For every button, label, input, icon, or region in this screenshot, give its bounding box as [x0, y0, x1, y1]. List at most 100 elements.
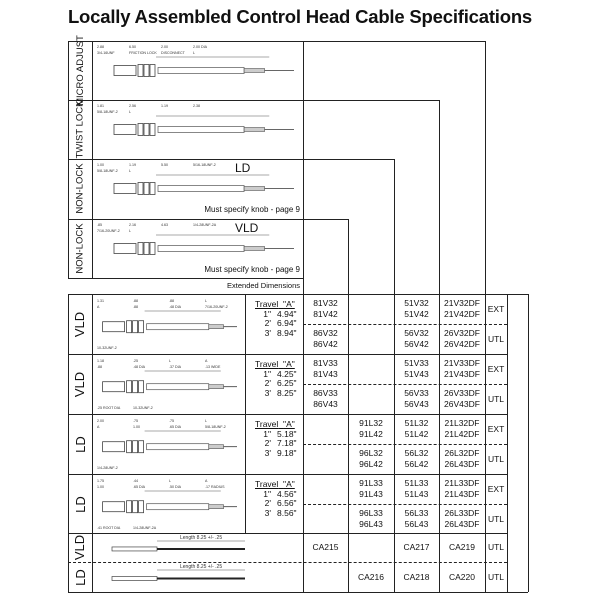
dimension-label: 5/16-18UNF-2: [193, 163, 216, 167]
grid-line: [68, 41, 69, 278]
dashed-divider: [68, 562, 507, 563]
row-label: NON-LOCK: [68, 219, 92, 278]
nut-shape: [132, 500, 138, 514]
dimension-label: .75: [169, 419, 174, 423]
travel-length: 1": [263, 368, 271, 379]
cable-end-shape: [208, 324, 224, 330]
part-number: 91L43: [359, 489, 383, 499]
part-number-cell: CA217: [403, 542, 430, 552]
core-sleeve-shape: [111, 576, 158, 581]
knob-shape: [102, 441, 125, 453]
travel-a-value: 7.18": [277, 438, 297, 448]
travel-row: 1"4.56": [255, 489, 296, 500]
row-label-text: VLD: [72, 371, 88, 397]
dimension-label: FRICTION LOCK: [129, 51, 157, 55]
nut-shape: [143, 242, 150, 255]
dimension-label: A: [205, 479, 208, 483]
dimension-label: A: [97, 425, 100, 429]
row-label: LD: [68, 562, 92, 592]
nut-shape: [126, 320, 133, 334]
dimension-label: .88: [97, 365, 102, 369]
row-label-text: VLD: [72, 534, 88, 561]
part-number-cell: [348, 533, 394, 562]
travel-row: 3'8.94": [255, 328, 297, 339]
tube-shape: [157, 245, 245, 252]
grid-line: [68, 159, 394, 160]
travel-header-label: Travel: [255, 479, 279, 489]
dimension-label: .41 ROOT DIA: [97, 526, 121, 530]
nut-shape: [137, 64, 144, 77]
knob-note: Must specify knob - page 9: [204, 265, 300, 274]
dashed-divider: [303, 324, 507, 325]
dimension-label: 7/16-20UNF-2: [205, 305, 228, 309]
travel-a-value: 6.25": [277, 378, 297, 388]
part-number: 81V43: [313, 369, 338, 379]
part-number: 56L42: [404, 459, 429, 469]
part-number: 96L32: [359, 448, 383, 458]
dimension-label: 10-32UNF-2: [97, 346, 117, 350]
travel-a-value: 4.94": [277, 308, 297, 319]
dimension-label: L: [129, 229, 131, 233]
part-number-cell: CA218: [403, 571, 430, 582]
part-number-cell: CA216: [358, 571, 384, 582]
dimension-label: .37 DIA: [169, 365, 182, 369]
grid-line: [348, 219, 349, 592]
travel-length: 2': [264, 498, 271, 508]
nut-shape: [138, 500, 144, 514]
row-label-text: LD: [72, 495, 88, 513]
grid-line: [68, 294, 69, 592]
travel-a-value: 4.25": [277, 368, 297, 379]
part-number: 56L32: [404, 448, 429, 458]
travel-table: Travel "A"1"4.56"2'6.56"3'8.56": [255, 479, 297, 518]
part-number: 51L32: [404, 418, 429, 428]
mount-type: UTL: [487, 393, 505, 404]
core-drawing: Length 8.25 +/- .25: [111, 535, 245, 552]
mount-type: EXT: [487, 423, 505, 434]
dashed-divider: [303, 384, 507, 385]
dimension-label: .88: [133, 305, 138, 309]
dimension-label: 2.56: [129, 104, 136, 108]
travel-a-value: 9.18": [277, 447, 297, 458]
tube-shape: [146, 443, 210, 451]
part-number: 56L43: [404, 519, 429, 529]
grid-line: [68, 219, 348, 220]
dimension-label: 10-32UNF-2: [133, 406, 153, 410]
dimension-label: 1.19: [161, 104, 168, 108]
dimension-label: A: [97, 305, 100, 309]
core-length-label: Length 8.25 +/- .25: [180, 535, 222, 541]
travel-table: Travel "A"1"4.25"2'6.25"3'8.25": [255, 359, 297, 398]
travel-header-a: "A": [283, 419, 295, 429]
part-number-cell: [303, 444, 348, 474]
dashed-divider: [303, 504, 507, 505]
dimension-label: 2.88: [97, 45, 104, 49]
travel-header-label: Travel: [255, 299, 279, 309]
grid-line: [68, 414, 507, 415]
tube-shape: [157, 126, 245, 133]
dimension-label: .44: [133, 479, 138, 483]
nut-shape: [149, 123, 156, 136]
dimension-label: .88: [169, 299, 174, 303]
travel-length: 2': [264, 318, 271, 328]
part-number: 26V33DF: [444, 388, 480, 398]
travel-row: 3'9.18": [255, 447, 297, 459]
part-number: 96L33: [359, 508, 383, 518]
row-label: TWIST LOCK: [68, 100, 92, 159]
cable-end-shape: [208, 444, 224, 450]
dimension-label: 2.00 DIA: [193, 45, 208, 49]
row-label-text: TWIST LOCK: [74, 100, 86, 159]
travel-row: 2'6.94": [255, 318, 297, 329]
travel-table: Travel "A"1"5.18"2'7.18"3'9.18": [255, 419, 297, 459]
part-number: 21V33DF: [444, 358, 480, 368]
